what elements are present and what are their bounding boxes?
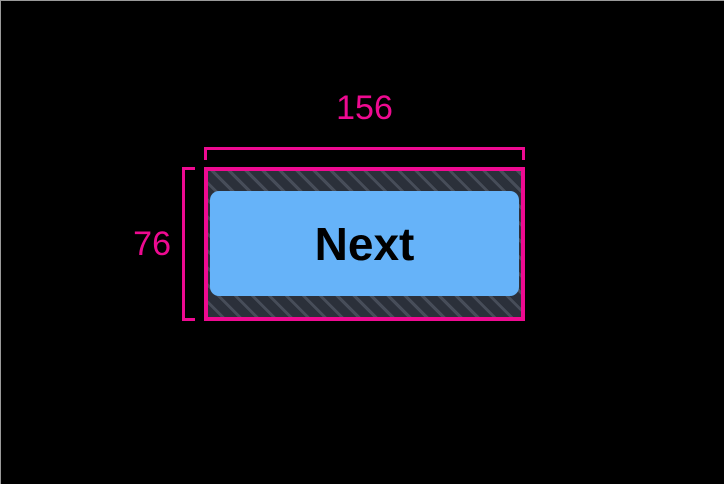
- measured-element-bounding-box: Next: [204, 167, 525, 321]
- hatched-padding-region: Next: [208, 171, 521, 317]
- height-dimension-bracket: [182, 167, 195, 321]
- next-button-label: Next: [314, 217, 415, 270]
- next-button[interactable]: Next: [210, 191, 519, 296]
- width-dimension-label: 156: [336, 89, 393, 127]
- width-dimension-bracket: [204, 147, 525, 160]
- height-dimension-label: 76: [133, 225, 171, 263]
